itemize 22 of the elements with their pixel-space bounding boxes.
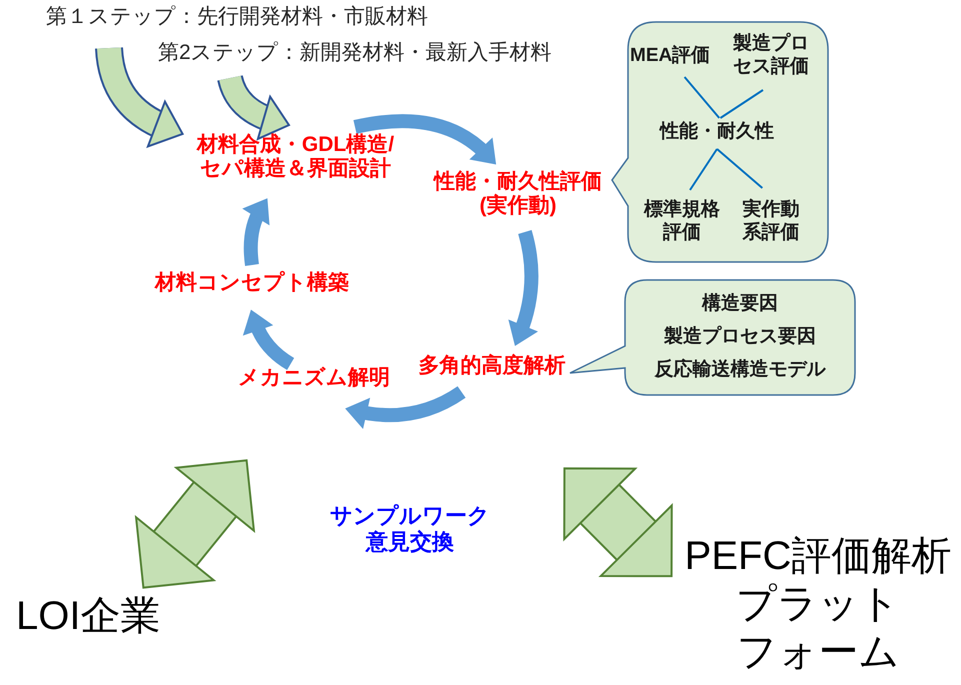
evaluation-item: 製造プロセス評価 <box>731 32 811 78</box>
evaluation-item: 標準規格評価 <box>642 198 722 244</box>
step-note: 第2ステップ：新開発材料・最新入手材料 <box>158 40 552 66</box>
analysis-factor: 製造プロセス要因 <box>664 324 816 349</box>
step-note: 第１ステップ：先行開発材料・市販材料 <box>46 4 428 30</box>
partner-label: LOI企業 <box>16 592 160 640</box>
connector-line <box>716 148 763 189</box>
cycle-step-label: 材料合成・GDL構造/セパ構造＆界面設計 <box>193 133 398 181</box>
evaluation-item: 性能・耐久性 <box>660 120 774 143</box>
cycle-step-label: 材料コンセプト構築 <box>152 271 352 295</box>
analysis-factor: 反応輸送構造モデル <box>654 358 826 382</box>
connector-line <box>689 148 718 191</box>
analysis-factor: 構造要因 <box>702 292 778 316</box>
connector-line <box>684 76 720 119</box>
cycle-step-label: 性能・耐久性評価(実作動) <box>432 170 604 218</box>
cycle-step-label: メカニズム解明 <box>236 366 392 390</box>
evaluation-item: MEA評価 <box>630 44 710 67</box>
evaluation-item: 実作動系評価 <box>740 198 802 244</box>
cycle-step-label: 多角的高度解析 <box>412 354 572 378</box>
platform-label: PEFC評価解析プラットフォーム <box>676 532 960 676</box>
exchange-label: サンプルワーク意見交換 <box>330 503 490 555</box>
connector-line <box>720 89 764 119</box>
